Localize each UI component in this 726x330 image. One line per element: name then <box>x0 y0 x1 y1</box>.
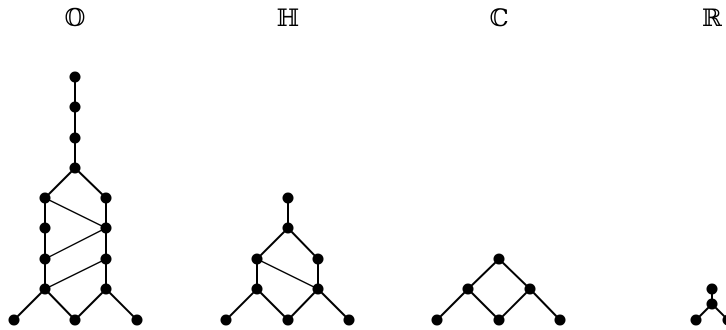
nodes-layer <box>8 71 726 326</box>
node-o_br <box>131 314 143 326</box>
edge-h_top2-h_r1 <box>287 227 319 260</box>
node-o_top4 <box>69 162 81 174</box>
node-c_l <box>462 283 474 295</box>
edge-h_top2-h_l1 <box>256 227 289 260</box>
node-o_r2 <box>100 222 112 234</box>
edge-c_r-c_br <box>529 288 561 321</box>
node-h_r1 <box>312 253 324 265</box>
edge-o_l4-o_bm <box>44 288 76 321</box>
node-o_l4 <box>39 283 51 295</box>
label-octonions: 𝕆 <box>65 4 86 32</box>
edge-c_top-c_r <box>498 258 531 290</box>
edge-c_top-c_l <box>467 258 500 290</box>
node-h_top2 <box>282 222 294 234</box>
node-c_r <box>524 283 536 295</box>
edge-c_l-c_bl <box>436 288 469 321</box>
node-h_r2 <box>312 283 324 295</box>
label-complex: ℂ <box>489 4 508 32</box>
edges-layer <box>13 77 726 321</box>
node-h_br <box>343 314 355 326</box>
edge-h_l1-h_r2 <box>256 258 319 290</box>
edge-o_top4-o_l1 <box>44 167 76 199</box>
node-c_bm <box>493 314 505 326</box>
edge-c_r-c_bm <box>498 288 531 321</box>
label-reals: ℝ <box>702 4 723 32</box>
node-r_top <box>706 283 718 295</box>
edge-h_l2-h_bl <box>225 288 258 321</box>
edge-o_l4-o_r3 <box>44 258 107 290</box>
node-o_top2 <box>69 101 81 113</box>
node-o_top1 <box>69 71 81 83</box>
node-r_br <box>722 314 726 326</box>
node-c_br <box>554 314 566 326</box>
node-r_bl <box>690 314 702 326</box>
edge-h_l2-h_bm <box>256 288 289 321</box>
node-c_top <box>493 253 505 265</box>
node-o_r4 <box>100 283 112 295</box>
node-c_bl <box>431 314 443 326</box>
node-h_l2 <box>251 283 263 295</box>
edge-o_top4-o_r1 <box>74 167 107 199</box>
edge-o_l4-o_bl <box>13 288 46 321</box>
node-r_mid <box>706 298 718 310</box>
node-o_l2 <box>39 222 51 234</box>
edge-o_l3-o_r2 <box>44 227 107 260</box>
edge-h_r2-h_br <box>317 288 350 321</box>
node-o_r3 <box>100 253 112 265</box>
node-h_top1 <box>282 192 294 204</box>
node-o_l3 <box>39 253 51 265</box>
node-h_bl <box>220 314 232 326</box>
label-quaternions: ℍ <box>277 4 300 32</box>
edge-o_r4-o_br <box>105 288 138 321</box>
node-o_top3 <box>69 132 81 144</box>
edge-o_r4-o_bm <box>74 288 107 321</box>
node-o_r1 <box>100 192 112 204</box>
node-o_bl <box>8 314 20 326</box>
edge-c_l-c_bm <box>467 288 500 321</box>
node-o_bm <box>69 314 81 326</box>
node-h_bm <box>282 314 294 326</box>
node-o_l1 <box>39 192 51 204</box>
node-h_l1 <box>251 253 263 265</box>
edge-o_l1-o_r2 <box>44 197 107 229</box>
edge-h_r2-h_bm <box>287 288 319 321</box>
